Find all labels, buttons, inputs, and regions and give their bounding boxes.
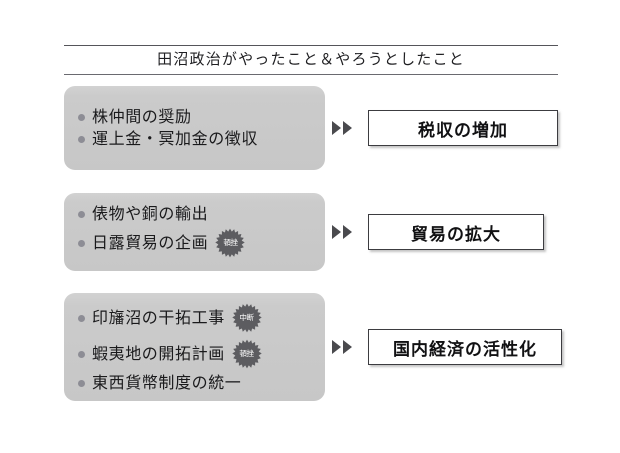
right-triangle-icon [332, 225, 341, 239]
title-rule-top [64, 45, 558, 46]
list-item-label: 俵物や銅の輸出 [92, 204, 209, 223]
right-triangle-icon [332, 340, 341, 354]
bullet-dot-icon [78, 350, 85, 358]
result-label: 税収の増加 [418, 120, 508, 141]
policy-panel-3: 印旛沼の干拓工事 中断 蝦夷地の開拓計画 頓挫 [64, 293, 325, 401]
list-item-label: 運上金・冥加金の徴収 [92, 129, 259, 148]
bullet-dot-icon [78, 379, 85, 387]
right-triangle-icon [343, 340, 352, 354]
content-row-2: 俵物や銅の輸出 日露貿易の企画 頓挫 貿易の拡大 [0, 193, 620, 271]
title-rule-bottom [64, 73, 558, 75]
status-badge-label: 頓挫 [239, 349, 255, 358]
arrow-group-3 [332, 340, 352, 354]
list-item: 蝦夷地の開拓計画 頓挫 [78, 339, 315, 369]
content-row-1: 株仲間の奨励 運上金・冥加金の徴収 税収の増加 [0, 86, 620, 170]
list-item-label: 東西貨幣制度の統一 [92, 373, 242, 392]
list-item: 株仲間の奨励 [78, 109, 315, 125]
list-item: 印旛沼の干拓工事 中断 [78, 303, 315, 333]
arrow-group-1 [332, 121, 352, 135]
policy-panel-1: 株仲間の奨励 運上金・冥加金の徴収 [64, 86, 325, 170]
status-badge: 頓挫 [232, 339, 262, 369]
starburst-icon [232, 339, 262, 369]
result-label: 国内経済の活性化 [393, 339, 537, 360]
list-item-label: 株仲間の奨励 [92, 107, 192, 126]
list-item-label: 印旛沼の干拓工事 [92, 308, 225, 327]
right-triangle-icon [343, 225, 352, 239]
list-item: 俵物や銅の輸出 [78, 206, 315, 222]
list-item: 日露貿易の企画 頓挫 [78, 228, 315, 258]
arrow-group-2 [332, 225, 352, 239]
status-badge-label: 中断 [239, 313, 255, 322]
content-row-3: 印旛沼の干拓工事 中断 蝦夷地の開拓計画 頓挫 [0, 293, 620, 401]
status-badge-label: 頓挫 [223, 238, 238, 247]
result-box-3: 国内経済の活性化 [368, 329, 562, 365]
policy-panel-2: 俵物や銅の輸出 日露貿易の企画 頓挫 [64, 193, 325, 271]
status-badge: 中断 [232, 303, 262, 333]
result-label: 貿易の拡大 [411, 224, 501, 245]
list-item-label: 蝦夷地の開拓計画 [92, 344, 225, 363]
list-item: 運上金・冥加金の徴収 [78, 131, 315, 147]
list-item: 東西貨幣制度の統一 [78, 375, 315, 391]
bullet-dot-icon [78, 113, 85, 121]
result-box-2: 貿易の拡大 [368, 214, 544, 250]
bullet-dot-icon [78, 314, 85, 322]
starburst-icon [232, 303, 262, 333]
bullet-dot-icon [78, 239, 85, 247]
result-box-1: 税収の増加 [368, 110, 558, 146]
list-item-label: 日露貿易の企画 [92, 233, 209, 252]
status-badge: 頓挫 [215, 228, 245, 258]
right-triangle-icon [343, 121, 352, 135]
starburst-icon [215, 228, 245, 258]
page-title-block: 田沼政治がやったこと＆やろうとしたこと [64, 45, 558, 75]
right-triangle-icon [332, 121, 341, 135]
page-title: 田沼政治がやったこと＆やろうとしたこと [157, 50, 465, 68]
bullet-dot-icon [78, 210, 85, 218]
bullet-dot-icon [78, 135, 85, 143]
